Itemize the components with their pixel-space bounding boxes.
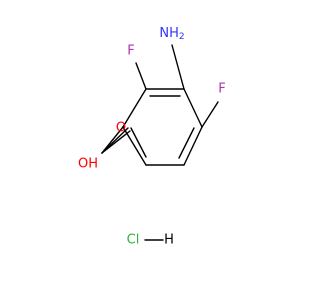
hydrochloride: Cl H — [127, 233, 174, 248]
bond-c1-c2 — [122, 88, 147, 128]
oh-label: OH — [78, 157, 98, 172]
nh-text: NH — [159, 26, 179, 41]
atom-labels: NH2 F F O OH — [78, 26, 226, 172]
cl-label: Cl — [127, 233, 140, 248]
nh2-label: NH2 — [159, 26, 184, 43]
f-right-label: F — [218, 82, 225, 97]
nh2-subscript: 2 — [179, 32, 185, 42]
bond-c2-f — [135, 62, 147, 90]
o-carbonyl-label: O — [116, 121, 126, 136]
h-label: H — [164, 233, 174, 248]
bond-c4-f — [201, 101, 219, 128]
bond-inner-c6-c1 — [130, 127, 147, 158]
bond-c-o-double-b — [101, 127, 129, 154]
bond-c6-c1 — [122, 126, 147, 166]
bond-c4-c5 — [183, 126, 203, 166]
bonds — [101, 44, 219, 166]
bond-c3-n — [171, 44, 185, 90]
bond-c3-c4 — [183, 88, 203, 128]
bond-inner-c4-c5 — [178, 127, 195, 159]
molecule-structure: NH2 F F O OH Cl H — [78, 26, 226, 248]
f-top-label: F — [127, 44, 134, 59]
